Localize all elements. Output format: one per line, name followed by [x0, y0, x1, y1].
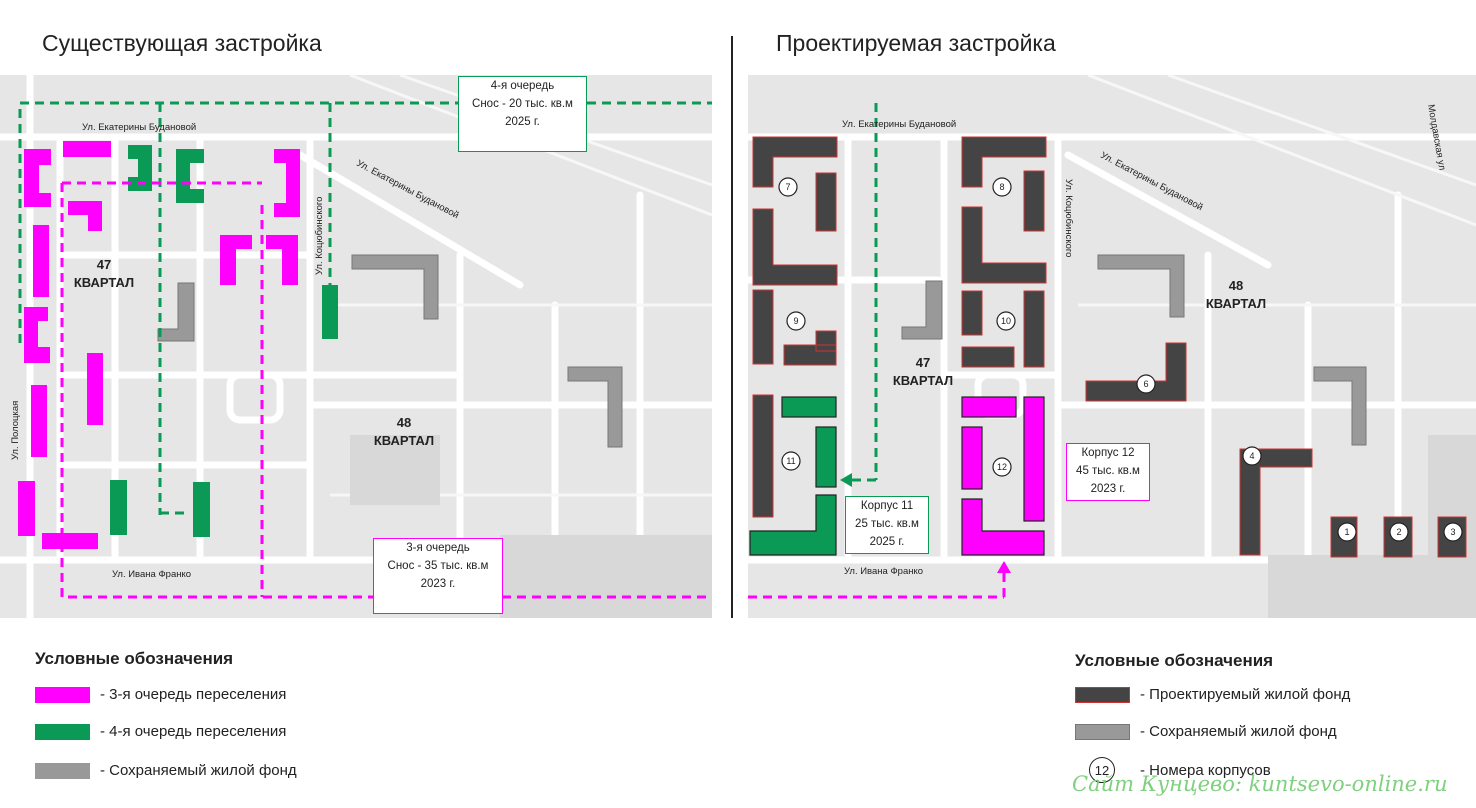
building-number-7: 7 [785, 182, 790, 192]
building-number-8: 8 [999, 182, 1004, 192]
callout-3rd-queue-line1: 3-я очередь [406, 542, 470, 554]
building-number-11: 11 [786, 456, 795, 466]
legend-left-item-3rd: - 3-я очередь переселения [35, 686, 286, 703]
callout-korpus-11: Корпус 11 25 тыс. кв.м 2025 г. [845, 496, 929, 554]
legend-left-title: Условные обозначения [35, 649, 234, 668]
street-label-budanova: Ул. Екатерины Будановой [842, 119, 956, 130]
callout-4th-queue-line3: 2025 г. [505, 116, 540, 128]
korpus-12-line3: 2023 г. [1090, 483, 1126, 495]
map-divider [731, 36, 733, 618]
building-number-10: 10 [1001, 316, 1011, 326]
street-label-polotskaya: Ул. Полоцкая [10, 401, 21, 460]
right-map[interactable]: 7 8 9 10 11 12 6 4 1 2 3 Ул. Екатерины Б… [748, 75, 1476, 618]
building-number-9: 9 [793, 316, 798, 326]
kvartal-47-number: 47 [916, 355, 930, 370]
left-map-title: Существующая застройка [42, 30, 322, 56]
building-number-4: 4 [1249, 451, 1254, 461]
kvartal-48-number: 48 [397, 415, 411, 430]
callout-3rd-queue: 3-я очередь Снос - 35 тыс. кв.м 2023 г. [373, 538, 503, 614]
callout-3rd-queue-line2: Снос - 35 тыс. кв.м [387, 560, 489, 572]
legend-left-item-4th: - 4-я очередь переселения [35, 723, 286, 740]
grey-swatch [35, 762, 90, 779]
dark-swatch [1075, 686, 1130, 703]
kvartal-47-label: КВАРТАЛ [74, 275, 134, 290]
kvartal-48-label: КВАРТАЛ [1206, 296, 1266, 311]
street-label-kotsubinskogo: Ул. Коцюбинского [314, 197, 325, 275]
kvartal-47-label: КВАРТАЛ [893, 373, 953, 388]
legend-right-title: Условные обозначения [1075, 651, 1274, 670]
green-swatch [35, 723, 90, 740]
legend-right-label-projected: - Проектируемый жилой фонд [1140, 686, 1351, 703]
callout-4th-queue-line1: 4-я очередь [490, 80, 555, 92]
building-number-3: 3 [1450, 527, 1455, 537]
callout-3rd-queue-line3: 2023 г. [420, 578, 456, 590]
korpus-11-line2: 25 тыс. кв.м [855, 518, 919, 530]
right-map-title: Проектируемая застройка [776, 30, 1056, 56]
legend-right-item-projected: - Проектируемый жилой фонд [1075, 686, 1350, 703]
kvartal-48-number: 48 [1229, 278, 1243, 293]
legend-right-label-kept: - Сохраняемый жилой фонд [1140, 723, 1337, 740]
street-label-kotsubinskogo: Ул. Коцюбинского [1063, 179, 1074, 257]
building-number-12: 12 [997, 462, 1007, 472]
building-number-6: 6 [1143, 379, 1148, 389]
kvartal-48-label: КВАРТАЛ [374, 433, 434, 448]
legend-left-label-kept: - Сохраняемый жилой фонд [100, 762, 297, 779]
street-label-budanova: Ул. Екатерины Будановой [82, 122, 196, 133]
building-number-1: 1 [1344, 527, 1349, 537]
korpus-11-line3: 2025 г. [869, 536, 905, 548]
callout-4th-queue-line2: Снос - 20 тыс. кв.м [472, 98, 573, 110]
watermark: Сайт Кунцево: kuntsevo-online.ru [1072, 772, 1448, 796]
legend-left-label-4th: - 4-я очередь переселения [100, 723, 287, 740]
legend-left-label-3rd: - 3-я очередь переселения [100, 686, 287, 703]
korpus-11-line1: Корпус 11 [860, 500, 914, 512]
kvartal-47-number: 47 [97, 257, 111, 272]
legend-right-item-numbers: 12 - Номера корпусов [1075, 757, 1271, 783]
legend-right-item-kept: - Сохраняемый жилой фонд [1075, 723, 1337, 740]
callout-4th-queue: 4-я очередь Снос - 20 тыс. кв.м 2025 г. [458, 76, 587, 152]
korpus-12-line2: 45 тыс. кв.м [1076, 465, 1140, 477]
left-map[interactable]: Ул. Екатерины Будановой Ул. Екатерины Бу… [0, 75, 712, 618]
korpus-12-line1: Корпус 12 [1081, 447, 1135, 459]
street-label-franko: Ул. Ивана Франко [844, 566, 923, 577]
legend-left-item-kept: - Сохраняемый жилой фонд [35, 762, 297, 779]
magenta-swatch [35, 686, 90, 703]
number-circle-icon: 12 [1089, 757, 1115, 783]
callout-korpus-12: Корпус 12 45 тыс. кв.м 2023 г. [1066, 443, 1150, 501]
legend-right-label-numbers: - Номера корпусов [1140, 761, 1271, 779]
building-number-2: 2 [1396, 527, 1401, 537]
street-label-franko: Ул. Ивана Франко [112, 569, 191, 580]
grey-swatch [1075, 723, 1130, 740]
